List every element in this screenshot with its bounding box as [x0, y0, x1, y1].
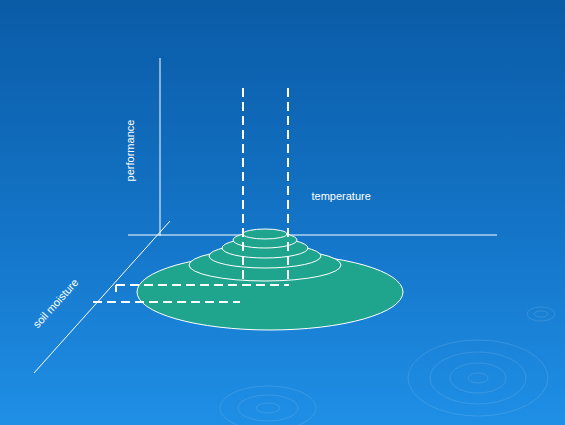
axis-label: temperature [312, 191, 371, 202]
axis-label: performance [125, 119, 136, 181]
contour-stack [137, 229, 403, 330]
axis-label: soil moisture [31, 276, 80, 329]
dashed-guides [93, 88, 288, 302]
axes [34, 58, 497, 373]
